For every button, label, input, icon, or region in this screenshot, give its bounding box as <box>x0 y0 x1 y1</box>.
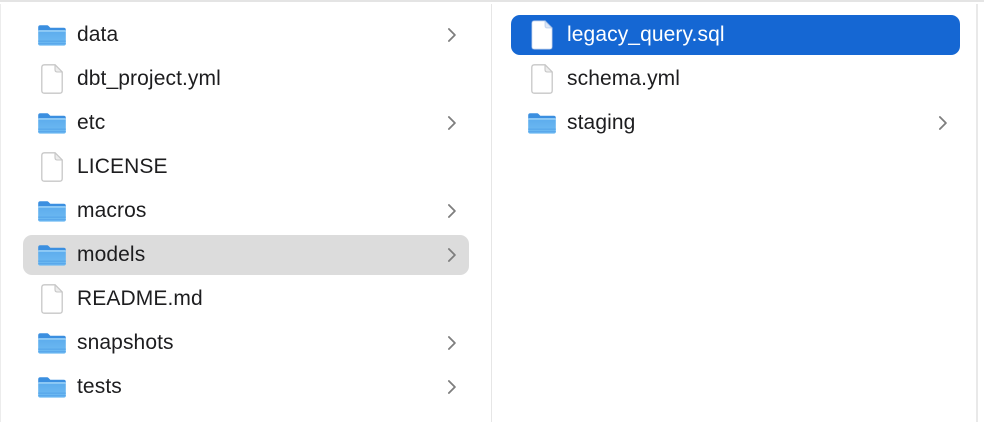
document-icon <box>37 282 67 316</box>
list-item-data[interactable]: data <box>23 15 469 55</box>
item-label: snapshots <box>77 331 174 354</box>
chevron-right-icon <box>447 379 459 395</box>
item-label: data <box>77 23 119 46</box>
chevron-right-icon <box>447 203 459 219</box>
chevron-right-icon <box>447 27 459 43</box>
document-icon <box>527 62 557 96</box>
item-label: models <box>77 243 146 266</box>
folder-icon <box>37 326 67 360</box>
item-label: schema.yml <box>567 67 681 90</box>
item-label: LICENSE <box>77 155 168 178</box>
list-item-tests[interactable]: tests <box>23 367 469 407</box>
folder-icon <box>37 18 67 52</box>
folder-icon <box>527 106 557 140</box>
list-item-staging[interactable]: staging <box>511 103 960 143</box>
document-icon <box>37 62 67 96</box>
list-item-schema-yml[interactable]: schema.yml <box>511 59 960 99</box>
list-item-legacy-query-sql-selected[interactable]: legacy_query.sql <box>511 15 960 55</box>
list-item-dbt-project-yml[interactable]: dbt_project.yml <box>23 59 469 99</box>
item-label: macros <box>77 199 147 222</box>
folder-icon <box>37 370 67 404</box>
document-icon <box>527 18 557 52</box>
list-item-readme-md[interactable]: README.md <box>23 279 469 319</box>
file-column-parent: data dbt_project.yml etc LICENSE macros … <box>0 4 492 422</box>
document-icon <box>37 150 67 184</box>
chevron-right-icon <box>447 247 459 263</box>
folder-icon <box>37 238 67 272</box>
list-item-models-selected[interactable]: models <box>23 235 469 275</box>
chevron-right-icon <box>447 335 459 351</box>
list-item-etc[interactable]: etc <box>23 103 469 143</box>
file-column-models-contents: legacy_query.sql schema.yml staging <box>492 4 978 422</box>
list-item-license[interactable]: LICENSE <box>23 147 469 187</box>
item-label: tests <box>77 375 122 398</box>
item-label: legacy_query.sql <box>567 23 725 46</box>
item-label: etc <box>77 111 106 134</box>
chevron-right-icon <box>447 115 459 131</box>
item-label: staging <box>567 111 636 134</box>
list-item-snapshots[interactable]: snapshots <box>23 323 469 363</box>
item-label: README.md <box>77 287 203 310</box>
folder-icon <box>37 106 67 140</box>
folder-icon <box>37 194 67 228</box>
item-label: dbt_project.yml <box>77 67 221 90</box>
chevron-right-icon <box>938 115 950 131</box>
list-item-macros[interactable]: macros <box>23 191 469 231</box>
